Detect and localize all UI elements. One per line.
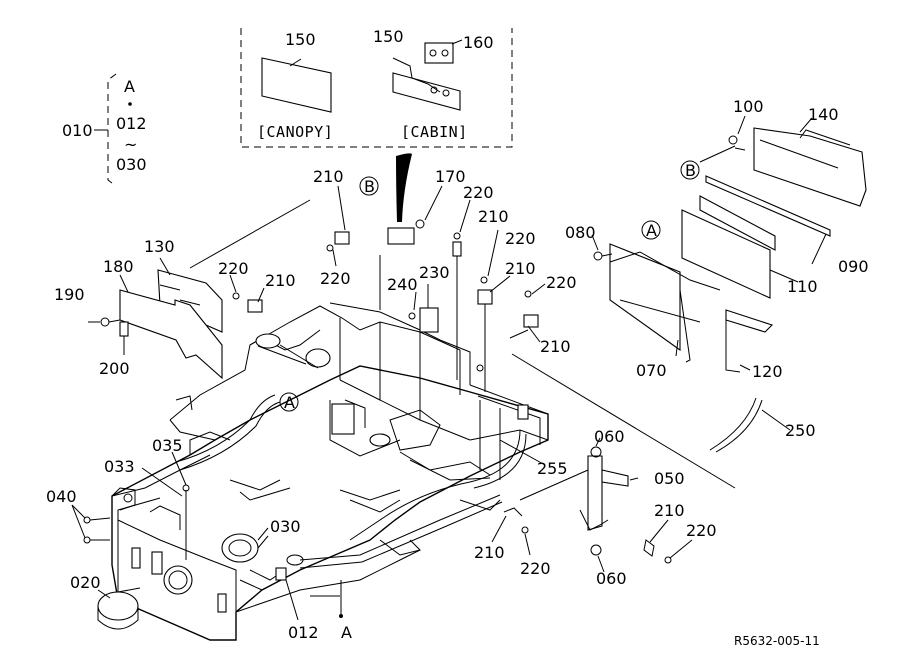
callout-label: 080 [565,223,596,242]
callout-label: 100 [733,97,764,116]
callout-label: 220 [218,259,249,278]
callout-label: 060 [596,569,627,588]
cover-130-180 [100,269,223,380]
range-parent: 010 [62,121,93,140]
callout-label: 250 [785,421,816,440]
range-from: A [124,77,135,96]
cabin-caption: [CABIN] [401,123,468,141]
drawing-code: R5632-005-11 [734,634,820,648]
callout-label: 150 [373,27,404,46]
range-tilde: ~ [124,135,137,154]
callout-label: 200 [99,359,130,378]
callout-label: 210 [540,337,571,356]
callout-label: 090 [838,257,869,276]
callout-label: 150 [285,30,316,49]
bracket-050 [519,446,672,564]
range-start: 012 [116,114,147,133]
callout-label: 180 [103,257,134,276]
callout-label: 220 [546,273,577,292]
callout-label: 220 [505,229,536,248]
callout-label: 210 [474,543,505,562]
inset-box [240,28,513,148]
callout-label: A [284,393,295,412]
callout-label: 220 [686,521,717,540]
leader-lines [71,115,827,621]
callout-label: 220 [520,559,551,578]
callout-label: 230 [419,263,450,282]
callout-label: 210 [654,501,685,520]
callout-label: B [685,161,696,180]
ref-circle [359,176,379,196]
callout-label: 130 [144,237,175,256]
callout-label: 120 [752,362,783,381]
callout-label: 140 [808,105,839,124]
callout-label: 030 [270,517,301,536]
callout-label: A [341,623,352,642]
callout-label: 070 [636,361,667,380]
ref-circle [641,220,661,240]
callout-label: 012 [288,623,319,642]
callout-label: 060 [594,427,625,446]
fasteners-top [83,219,539,618]
ref-circle [279,392,299,412]
callout-label: 210 [265,271,296,290]
callout-label: 160 [463,33,494,52]
bearing-030 [221,533,269,563]
callout-label: 210 [478,207,509,226]
callout-label: A [646,221,657,240]
callout-label: 020 [70,573,101,592]
seal-020 [97,587,141,630]
callout-label: 050 [654,469,685,488]
callout-label: 220 [463,183,494,202]
callout-label: 035 [152,436,183,455]
callout-label: 220 [320,269,351,288]
range-note: 010 A 012 ~ 030 [62,73,147,187]
range-end: 030 [116,155,147,174]
callout-label: 040 [46,487,77,506]
callout-label: 210 [505,259,536,278]
inset-arrow [396,153,412,222]
callout-label: B [364,177,375,196]
callout-label: 170 [435,167,466,186]
callout-label: 255 [537,459,568,478]
ref-circle [680,160,700,180]
hose-250 [709,397,791,453]
callout-label: 033 [104,457,135,476]
callout-label: 240 [387,275,418,294]
callout-label: 210 [313,167,344,186]
covers-right [593,127,867,373]
canopy-caption: [CANOPY] [257,123,333,141]
main-frame [111,199,736,641]
callout-label: 110 [787,277,818,296]
callout-label: 190 [54,285,85,304]
